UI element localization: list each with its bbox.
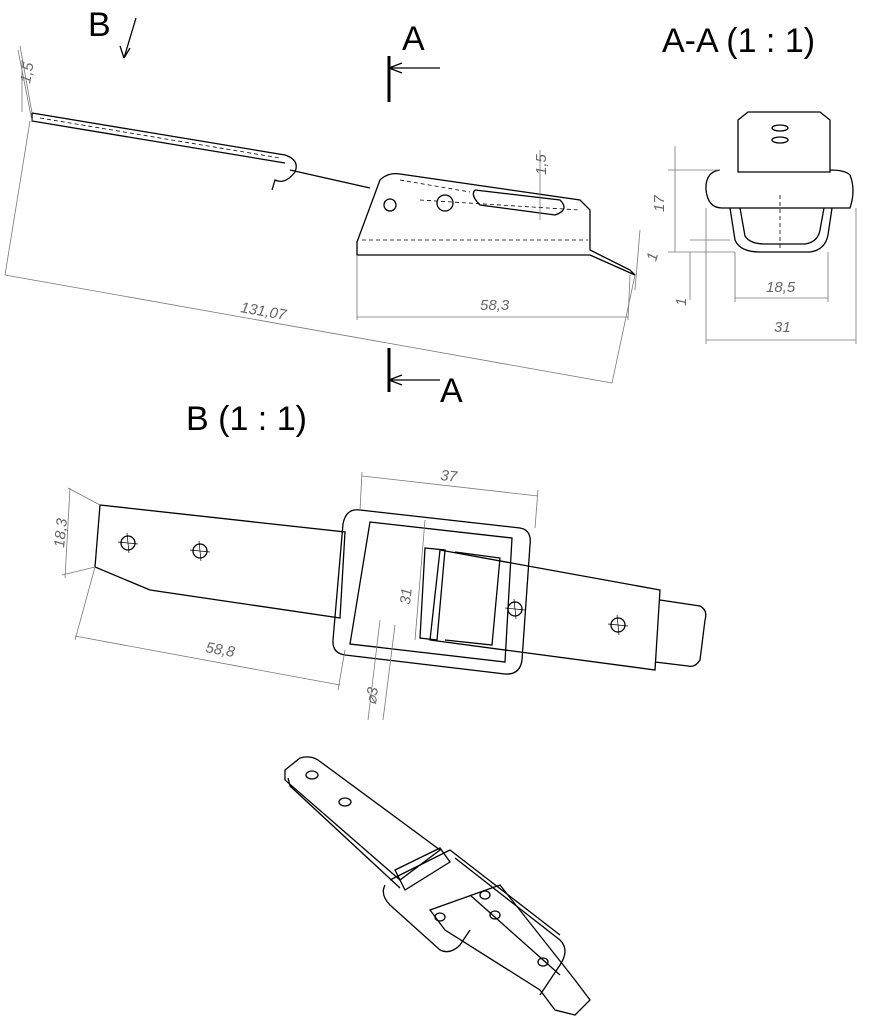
iso-lever	[428, 884, 591, 1016]
section-frame	[705, 169, 854, 253]
dim-frame-width: 31	[397, 587, 416, 605]
section-title: A-A (1 : 1)	[662, 22, 815, 60]
mount-hole	[117, 532, 139, 554]
section-a-bottom-label: A	[440, 372, 463, 410]
pivot-pin-2	[436, 194, 454, 212]
section-arrow-bottom-icon	[388, 374, 440, 386]
dim-overall-length: 131,07	[239, 299, 288, 324]
dim-base-length: 58,3	[480, 297, 510, 314]
view-b-label: B	[88, 6, 111, 44]
rivet	[607, 614, 629, 636]
dim-frame-length: 37	[440, 467, 459, 486]
latch-lever	[429, 549, 707, 671]
latch-frame	[332, 509, 531, 675]
iso-hinge-roll	[394, 847, 451, 891]
pivot-pin	[383, 198, 397, 212]
dim-section-offset: 1	[673, 298, 690, 306]
hook-plate	[31, 112, 371, 191]
iso-hook-plate	[284, 756, 442, 889]
view-b-title: B (1 : 1)	[186, 400, 307, 438]
dim-plate-width: 18,3	[51, 517, 71, 548]
latch-hinge	[419, 547, 501, 646]
iso-frame	[382, 849, 566, 996]
dim-spring-thickness: 1,5	[533, 153, 550, 175]
view-b: B (1 : 1) 37 18,3 31 58,8 ⌀3	[51, 400, 707, 721]
section-view: A-A (1 : 1) 17 1 18,5 31	[651, 22, 857, 344]
dim-hole-diameter: ⌀3	[363, 686, 382, 706]
dim-section-height: 17	[651, 195, 668, 212]
dim-hook-length: 58,8	[204, 639, 236, 661]
section-spring	[737, 111, 831, 173]
isometric-view	[284, 756, 591, 1016]
rivet	[504, 598, 526, 620]
section-a-top-label: A	[402, 20, 425, 58]
mount-hole	[189, 540, 211, 562]
hook-plate-top	[94, 504, 346, 619]
dim-plate-thickness: 1,5	[17, 61, 37, 85]
spring-slot	[472, 189, 565, 216]
latch-body	[356, 172, 636, 276]
dim-tip-offset: 1	[643, 251, 662, 263]
view-b-arrow-icon	[119, 17, 137, 59]
section-arrow-top-icon	[388, 62, 440, 74]
dim-section-inner-width: 18,5	[766, 279, 796, 296]
side-view: B A A 1,5 131,07 58,3 1,5 1	[4, 6, 662, 410]
dim-section-outer-width: 31	[774, 319, 791, 336]
